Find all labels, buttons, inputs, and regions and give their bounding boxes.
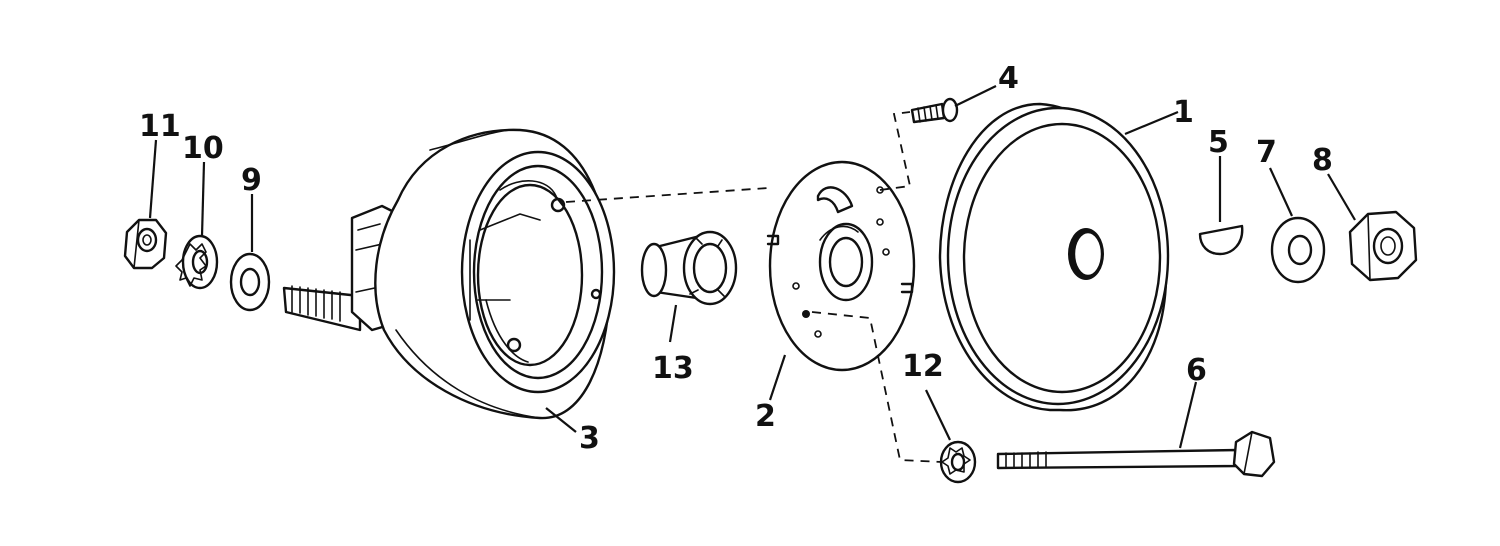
assembly-lines bbox=[565, 111, 943, 463]
callout-8: 8 bbox=[1312, 143, 1333, 178]
part-10-lock-washer bbox=[175, 234, 219, 290]
part-6-bolt bbox=[996, 430, 1276, 478]
callout-7: 7 bbox=[1256, 135, 1277, 170]
callout-labels: 1 2 3 4 5 6 7 8 9 10 11 12 13 bbox=[139, 61, 1333, 456]
part-2-plate bbox=[766, 160, 916, 372]
callout-2: 2 bbox=[755, 399, 776, 434]
part-11-hex-nut bbox=[123, 218, 168, 270]
part-8-hex-nut bbox=[1348, 210, 1418, 282]
callout-13: 13 bbox=[652, 351, 694, 386]
callout-6: 6 bbox=[1186, 353, 1207, 388]
callout-5: 5 bbox=[1208, 125, 1229, 160]
part-4-screw bbox=[910, 97, 959, 124]
callout-10: 10 bbox=[182, 131, 224, 166]
callout-11: 11 bbox=[139, 109, 181, 144]
part-5-key bbox=[1198, 224, 1244, 256]
callout-9: 9 bbox=[241, 163, 262, 198]
leader-lines bbox=[148, 85, 1356, 449]
part-3-housing bbox=[282, 128, 616, 420]
part-13-bushing bbox=[640, 230, 738, 306]
part-12-lock-washer bbox=[939, 440, 977, 484]
callout-4: 4 bbox=[998, 61, 1019, 96]
callout-12: 12 bbox=[902, 349, 944, 384]
part-1-cover bbox=[938, 102, 1170, 412]
callout-3: 3 bbox=[579, 421, 600, 456]
callout-1: 1 bbox=[1173, 95, 1194, 130]
part-7-flat-washer bbox=[1270, 216, 1326, 284]
part-9-flat-washer bbox=[229, 252, 271, 312]
